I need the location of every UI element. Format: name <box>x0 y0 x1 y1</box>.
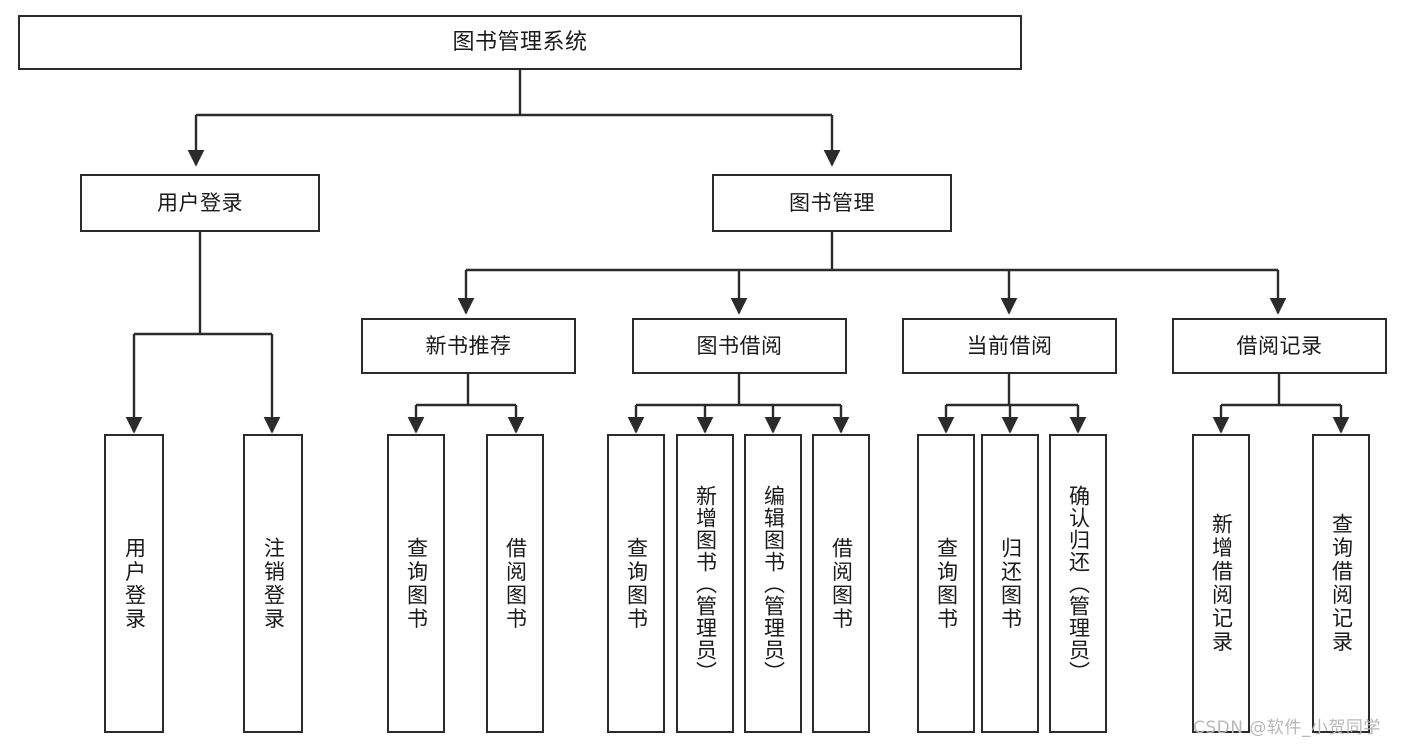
node-book-borrow[interactable]: 图书借阅 <box>632 318 847 374</box>
node-label: 查询图书 <box>934 536 959 631</box>
leaf-borrow-book-borrow[interactable]: 借阅图书 <box>812 434 870 733</box>
node-label: 图书借阅 <box>696 333 783 358</box>
leaf-logout-login[interactable]: 注销登录 <box>243 434 303 733</box>
node-borrow-record[interactable]: 借阅记录 <box>1172 318 1387 374</box>
node-label: 新书推荐 <box>425 333 512 358</box>
node-book-manage[interactable]: 图书管理 <box>712 174 952 232</box>
leaf-user-login[interactable]: 用户登录 <box>104 434 164 733</box>
node-new-book-recommendation[interactable]: 新书推荐 <box>361 318 576 374</box>
leaf-return-book[interactable]: 归还图书 <box>981 434 1039 733</box>
node-label: 借阅图书 <box>829 536 854 631</box>
leaf-edit-book-admin[interactable]: 编辑图书（管理员） <box>744 434 802 733</box>
node-label: 编辑图书（管理员） <box>761 484 786 683</box>
node-label: 当前借阅 <box>966 333 1053 358</box>
node-label: 新增借阅记录 <box>1209 513 1234 654</box>
leaf-confirm-return-admin[interactable]: 确认归还（管理员） <box>1049 434 1107 733</box>
leaf-borrow-book-recommendation[interactable]: 借阅图书 <box>486 434 544 733</box>
node-label: 查询图书 <box>404 536 429 631</box>
leaf-add-borrow-record[interactable]: 新增借阅记录 <box>1192 434 1250 733</box>
leaf-query-borrow-record[interactable]: 查询借阅记录 <box>1312 434 1370 733</box>
node-label: 图书管理 <box>789 190 875 215</box>
node-label: 查询借阅记录 <box>1329 513 1354 654</box>
node-label: 注销登录 <box>261 536 286 631</box>
leaf-query-book-current[interactable]: 查询图书 <box>917 434 975 733</box>
node-label: 归还图书 <box>998 536 1023 631</box>
node-label: 图书管理系统 <box>452 29 588 55</box>
leaf-query-book-borrow[interactable]: 查询图书 <box>607 434 665 733</box>
node-root-system[interactable]: 图书管理系统 <box>18 15 1022 70</box>
node-user-login[interactable]: 用户登录 <box>80 174 320 232</box>
node-current-borrow[interactable]: 当前借阅 <box>902 318 1117 374</box>
node-label: 用户登录 <box>157 190 243 215</box>
node-label: 借阅图书 <box>503 536 528 631</box>
node-label: 新增图书（管理员） <box>693 484 718 683</box>
node-label: 用户登录 <box>122 536 147 631</box>
node-label: 查询图书 <box>624 536 649 631</box>
leaf-add-book-admin[interactable]: 新增图书（管理员） <box>676 434 734 733</box>
node-label: 借阅记录 <box>1236 333 1323 358</box>
node-label: 确认归还（管理员） <box>1066 484 1091 683</box>
leaf-query-book-recommendation[interactable]: 查询图书 <box>387 434 445 733</box>
csdn-watermark: CSDN @软件_小贺同学 <box>1193 718 1381 738</box>
